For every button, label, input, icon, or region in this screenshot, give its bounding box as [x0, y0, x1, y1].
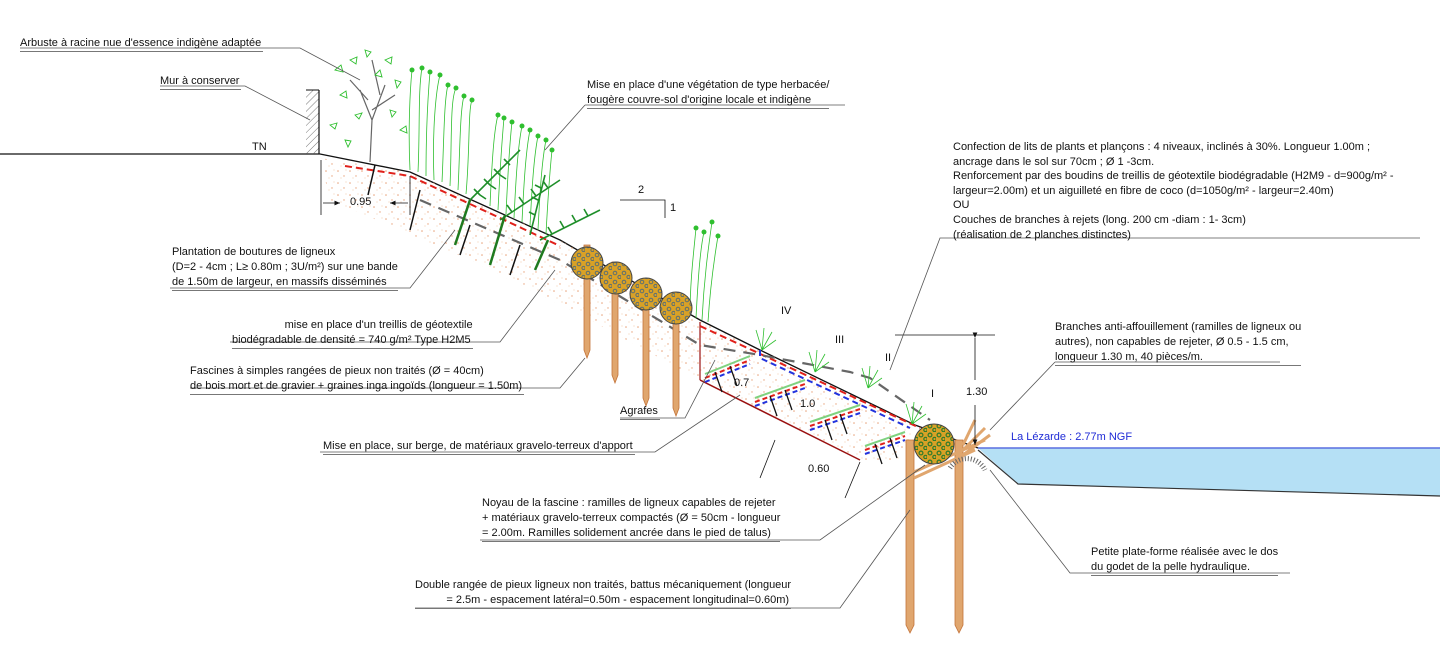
fascine — [659, 291, 693, 325]
level-III: III — [835, 334, 845, 346]
geotextile-h2m5 — [344, 165, 561, 247]
confection-line-5: OU — [953, 199, 970, 212]
dimension-1-0: 1.0 — [800, 398, 816, 410]
confection-line-2: ancrage dans le sol sur 70cm ; Ø 1 -3cm. — [953, 155, 1155, 168]
water-level-label: La Lézarde : 2.77m NGF — [1011, 431, 1133, 443]
vegetation-line-1: Mise en place d'une végétation de type h… — [587, 79, 830, 91]
label-fascine-core: Noyau de la fascine : ramilles de ligneu… — [482, 496, 781, 542]
branches-line-2: autres), non capables de rejeter, Ø 0.5 … — [1055, 336, 1289, 348]
platform-hatch — [947, 456, 988, 472]
upper-fascines — [570, 244, 693, 418]
vegetation-line-2: fougère couvre-sol d'origine locale et i… — [587, 93, 830, 109]
noyau-line-2: + matériaux gravelo-terreux compactés (Ø… — [482, 512, 781, 524]
fern-icon — [469, 149, 601, 241]
woody-cuttings — [453, 199, 550, 271]
treillis-line-2: biodégradable de densité = 740 g/m² Type… — [232, 333, 473, 349]
confection-line-7: (réalisation de 2 planches distinctes) — [953, 228, 1131, 241]
label-cuttings: Plantation de boutures de ligneux (D=2 -… — [172, 245, 398, 291]
label-fascines: Fascines à simples rangées de pieux non … — [190, 364, 525, 395]
fascine — [570, 246, 604, 280]
double-line-2: = 2.5m - espacement latéral=0.50m - espa… — [415, 593, 792, 609]
fascine-core — [913, 423, 955, 465]
staples — [367, 164, 521, 276]
stake — [905, 439, 915, 634]
toe-fascine — [905, 419, 991, 634]
river-water — [977, 447, 1440, 497]
label-fill-material: Mise en place, sur berge, de matériaux g… — [323, 439, 635, 455]
label-wall: Mur à conserver — [160, 74, 242, 90]
confection-line-3: Renforcement par des boudins de treillis… — [953, 170, 1394, 183]
slope-ratio-vertical: 1 — [670, 202, 677, 214]
fascines-line-2: de bois mort et de gravier + graines ing… — [190, 379, 525, 395]
plant-beds — [704, 327, 927, 465]
treillis-line-1: mise en place d'un treillis de géotextil… — [284, 319, 473, 331]
plateforme-line-1: Petite plate-forme réalisée avec le dos — [1091, 546, 1279, 558]
noyau-line-3: = 2.00m. Ramilles solidement ancrée dans… — [482, 526, 781, 542]
dimension-lines — [320, 160, 995, 499]
label-platform: Petite plate-forme réalisée avec le dos … — [1091, 545, 1279, 576]
branches-line-1: Branches anti-affouillement (ramilles de… — [1055, 321, 1302, 333]
label-tn: TN — [252, 141, 267, 153]
confection-line-6: Couches de branches à rejets (long. 200 … — [953, 213, 1246, 226]
label-anti-scour: Branches anti-affouillement (ramilles de… — [1055, 320, 1302, 366]
label-geotextile: mise en place d'un treillis de géotextil… — [232, 318, 473, 349]
branches-line-3: longueur 1.30 m, 40 pièces/m. — [1055, 350, 1302, 366]
plantation-line-3: de 1.50m de largeur, en massifs dissémin… — [172, 275, 398, 291]
excavation-line — [699, 379, 861, 461]
original-profile-dashed — [419, 198, 931, 421]
label-plant-beds: Confection de lits de plants et plançons… — [953, 140, 1394, 242]
noyau-line-1: Noyau de la fascine : ramilles de ligneu… — [482, 497, 776, 509]
fascine — [629, 277, 663, 311]
plateforme-line-2: du godet de la pelle hydraulique. — [1091, 560, 1279, 576]
dimension-0-95: 0.95 — [350, 196, 372, 208]
label-vegetation: Mise en place d'une végétation de type h… — [587, 78, 830, 109]
confection-line-1: Confection de lits de plants et plançons… — [953, 141, 1371, 153]
label-staples: Agrafes — [620, 404, 660, 420]
plantation-line-2: (D=2 - 4cm ; L≥ 0.80m ; 3U/m²) sur une b… — [172, 261, 398, 273]
dimension-0-60: 0.60 — [808, 463, 830, 475]
wall-to-keep — [306, 89, 320, 154]
confection-line-4: largeur=2.00m) et un aiguilleté en fibre… — [953, 184, 1334, 197]
slope-ratio-horizontal: 2 — [638, 184, 645, 196]
fascine — [599, 261, 633, 295]
plantation-line-1: Plantation de boutures de ligneux — [172, 246, 336, 258]
level-II: II — [885, 352, 892, 364]
stake — [954, 439, 964, 634]
double-line-1: Double rangée de pieux ligneux non trait… — [415, 579, 792, 591]
leader-lines — [20, 47, 1420, 609]
label-double-stakes: Double rangée de pieux ligneux non trait… — [415, 578, 792, 609]
fascines-line-1: Fascines à simples rangées de pieux non … — [190, 365, 484, 377]
label-shrub: Arbuste à racine nue d'essence indigène … — [20, 36, 264, 52]
dimension-0-7: 0.7 — [734, 377, 750, 389]
shrub-icon — [329, 49, 408, 163]
herbaceous-vegetation — [408, 67, 719, 323]
level-I: I — [931, 388, 935, 400]
dimension-1-30: 1.30 — [966, 386, 988, 398]
level-IV: IV — [781, 305, 792, 317]
